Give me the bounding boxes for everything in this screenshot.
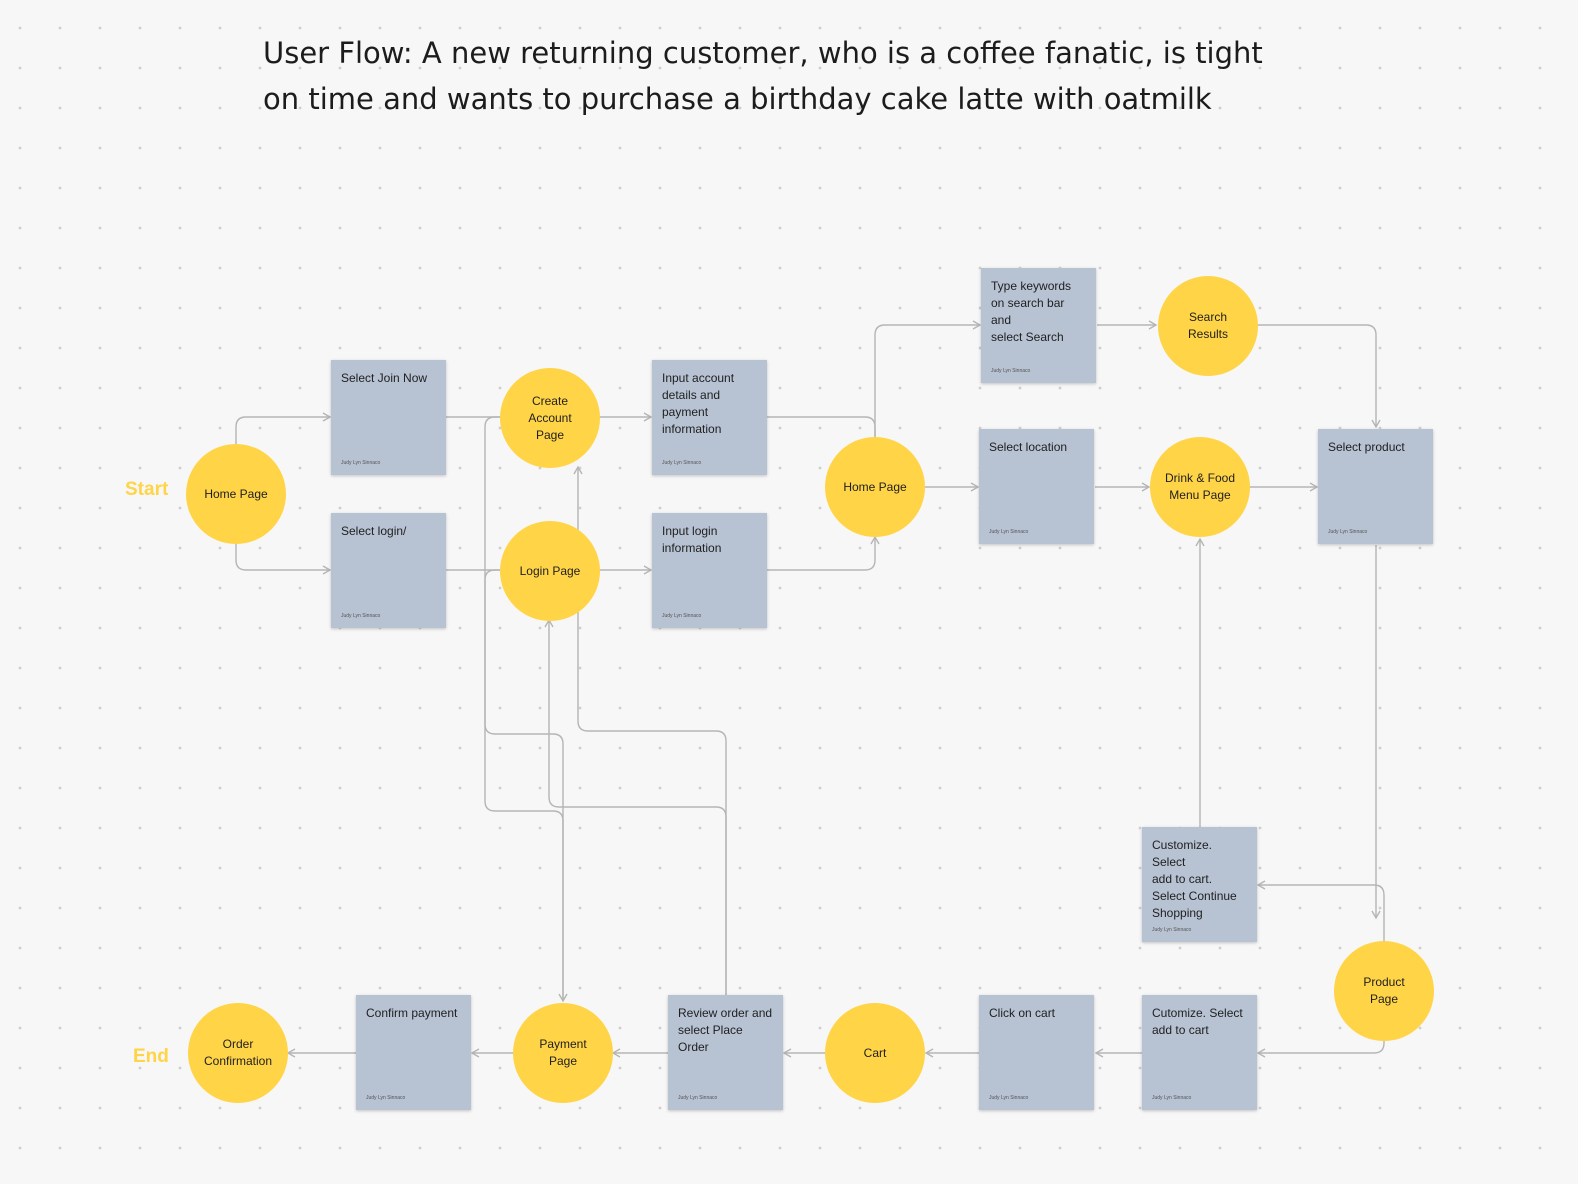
note-author: Judy Lyn Sinnaco (341, 460, 381, 466)
arrow-input-login-to-home2 (767, 535, 880, 571)
arrow-review-to-create-account (573, 465, 727, 995)
end-label: End (133, 1046, 169, 1067)
note-text: Confirm payment (366, 1006, 458, 1020)
note-text: Cutomize. Select add to cart (1152, 1006, 1243, 1037)
node-drink-food-menu-page: Drink & Food Menu Page (1150, 437, 1250, 537)
note-author: Judy Lyn Sinnaco (991, 368, 1031, 374)
note-customize-add-to-cart: Cutomize. Select add to cart Judy Lyn Si… (1142, 995, 1257, 1110)
note-text: Select product (1328, 440, 1405, 454)
node-payment-page: Payment Page (513, 1003, 613, 1103)
arrow-create-account-to-payment (484, 416, 568, 1003)
note-text: Review order and select Place Order (678, 1006, 773, 1054)
note-text: Select location (989, 440, 1068, 454)
note-click-on-cart: Click on cart Judy Lyn Sinnaco (979, 995, 1094, 1110)
arrow-search-results-to-select-product (1257, 324, 1381, 429)
note-review-order: Review order and select Place Order Judy… (668, 995, 783, 1110)
node-home-page: Home Page (825, 437, 925, 537)
node-login-page: Login Page (500, 521, 600, 621)
note-select-join-now: Select Join Now Judy Lyn Sinnaco (331, 360, 446, 475)
node-create-account-page: Create Account Page (500, 368, 600, 468)
note-customize-continue-shopping: Customize. Select add to cart. Select Co… (1142, 827, 1257, 942)
line-input-account-to-home2 (767, 416, 876, 437)
diagram-title: User Flow: A new returning customer, who… (263, 30, 1263, 122)
note-text: Select Join Now (341, 371, 428, 385)
note-author: Judy Lyn Sinnaco (366, 1095, 406, 1101)
node-product-page: Product Page (1334, 941, 1434, 1041)
node-search-results: Search Results (1158, 276, 1258, 376)
arrow-home2-to-type-keywords (874, 320, 982, 437)
note-text: Customize. Select add to cart. Select Co… (1152, 838, 1237, 920)
note-text: Click on cart (989, 1006, 1056, 1020)
note-text: Select login/ (341, 524, 407, 538)
arrow-home-to-login-note (235, 544, 332, 575)
note-author: Judy Lyn Sinnaco (989, 529, 1029, 535)
note-author: Judy Lyn Sinnaco (662, 460, 702, 466)
title-line-2: on time and wants to purchase a birthday… (263, 82, 1212, 116)
note-author: Judy Lyn Sinnaco (678, 1095, 718, 1101)
note-type-keywords: Type keywords on search bar and select S… (981, 268, 1096, 383)
note-author: Judy Lyn Sinnaco (1152, 1095, 1192, 1101)
arrow-review-to-login-page (544, 618, 727, 995)
note-input-account-details: Input account details and payment inform… (652, 360, 767, 475)
arrow-home-to-join (235, 412, 332, 444)
note-select-location: Select location Judy Lyn Sinnaco (979, 429, 1094, 544)
note-author: Judy Lyn Sinnaco (1328, 529, 1368, 535)
note-author: Judy Lyn Sinnaco (341, 613, 381, 619)
start-label: Start (125, 479, 169, 500)
node-home-page-start: Home Page (186, 444, 286, 544)
note-author: Judy Lyn Sinnaco (989, 1095, 1029, 1101)
title-line-1: User Flow: A new returning customer, who… (263, 36, 1263, 70)
note-text: Input account details and payment inform… (662, 371, 735, 436)
note-input-login-information: Input login information Judy Lyn Sinnaco (652, 513, 767, 628)
arrow-product-page-to-customize-add (1256, 1040, 1385, 1058)
node-cart: Cart (825, 1003, 925, 1103)
note-text: Type keywords on search bar and select S… (991, 279, 1072, 344)
line-login-to-payment (484, 569, 564, 1001)
node-order-confirmation: Order Confirmation (188, 1003, 288, 1103)
note-select-product: Select product Judy Lyn Sinnaco (1318, 429, 1433, 544)
arrow-product-page-to-customize-continue (1256, 880, 1385, 941)
note-author: Judy Lyn Sinnaco (662, 613, 702, 619)
note-confirm-payment: Confirm payment Judy Lyn Sinnaco (356, 995, 471, 1110)
note-author: Judy Lyn Sinnaco (1152, 927, 1192, 933)
note-text: Input login information (662, 524, 722, 555)
note-select-login: Select login/ Judy Lyn Sinnaco (331, 513, 446, 628)
